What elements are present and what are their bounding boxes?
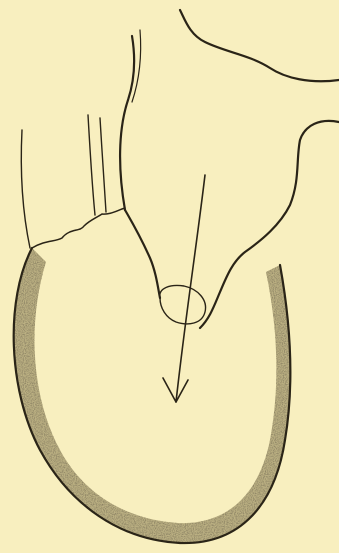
left-vessel-lines bbox=[21, 115, 106, 248]
great-vessel bbox=[120, 10, 339, 328]
ventricle-wall-shading bbox=[14, 248, 291, 543]
valve-leaflets bbox=[32, 208, 125, 248]
arrow-head bbox=[163, 378, 188, 402]
valve-cusp bbox=[160, 286, 206, 324]
arrow-shaft bbox=[176, 175, 205, 402]
blood-flow-arrow bbox=[163, 175, 205, 402]
